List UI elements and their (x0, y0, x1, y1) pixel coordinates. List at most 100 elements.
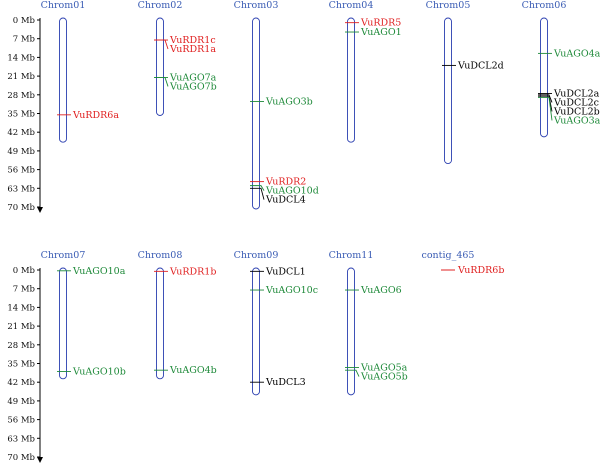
gene-marker (538, 95, 553, 112)
gene-marker (250, 185, 265, 191)
gene-label: VuRDR5 (360, 18, 401, 29)
gene-label: VuDCL2b (553, 106, 600, 117)
gene-vuago10c: VuAGO10c (250, 285, 318, 296)
gene-marker (345, 369, 360, 377)
axis-tick-label: 14 Mb (7, 303, 35, 313)
gene-vuago10d: VuAGO10d (250, 185, 319, 197)
gene-label: VuRDR6b (457, 265, 504, 276)
gene-label: VuDCL3 (265, 377, 306, 388)
chromosome-label: Chrom04 (329, 0, 374, 11)
gene-label: VuAGO7a (169, 72, 217, 83)
chromosome-body (252, 17, 260, 210)
gene-label: VuRDR6a (72, 110, 119, 121)
gene-vuago4b: VuAGO4b (154, 365, 217, 376)
gene-vuago3a: VuAGO3a (538, 97, 600, 126)
gene-label: VuRDR1b (169, 266, 216, 277)
axis-arrow-icon (37, 207, 43, 213)
gene-vurdr6a: VuRDR6a (57, 110, 119, 121)
gene-label: VuAGO3b (265, 96, 313, 107)
axis-tick-label: 7 Mb (13, 285, 36, 295)
gene-marker (154, 76, 169, 87)
chromosome-label: contig_465 (422, 250, 475, 261)
axis-tick-label: 28 Mb (7, 341, 35, 351)
chromosome-row-top: Chrom01VuRDR6aChrom02VuRDR1cVuRDR1aVuAGO… (41, 0, 600, 210)
chromosome-body (444, 17, 452, 165)
chromosome-body (347, 17, 355, 143)
axis-tick-label: 0 Mb (13, 266, 36, 276)
axis-tick-label: 0 Mb (13, 16, 36, 26)
axis-tick-label: 21 Mb (7, 72, 35, 82)
axis-arrow-icon (37, 457, 43, 463)
axis-tick-label: 70 Mb (7, 453, 35, 463)
gene-label: VuRDR2 (265, 177, 306, 188)
chromosome-body (156, 267, 164, 380)
gene-vurdr5: VuRDR5 (345, 18, 401, 29)
chromosome-label: Chrom06 (522, 0, 567, 11)
axis-tick-label: 14 Mb (7, 53, 35, 63)
gene-vurdr6b: VuRDR6b (441, 265, 504, 276)
gene-label: VuAGO6 (360, 285, 402, 296)
axis-tick-label: 49 Mb (7, 147, 35, 157)
chromosome-label: Chrom02 (138, 0, 183, 11)
gene-vuago5b: VuAGO5b (345, 369, 408, 383)
axis-tick-label: 70 Mb (7, 203, 35, 213)
gene-label: VuAGO4a (553, 48, 600, 59)
chromosome-label: Chrom05 (426, 0, 471, 11)
gene-vuago4a: VuAGO4a (538, 48, 600, 59)
gene-vudcl4: VuDCL4 (250, 187, 306, 206)
axis-tick-label: 42 Mb (7, 378, 35, 388)
axis-tick-label: 7 Mb (13, 35, 36, 45)
gene-vurdr1a: VuRDR1a (154, 39, 216, 55)
gene-vudcl2d: VuDCL2d (442, 60, 504, 71)
gene-label: VuDCL4 (265, 195, 306, 206)
chromosome-label: Chrom09 (234, 250, 279, 261)
gene-marker (250, 187, 265, 200)
gene-label: VuAGO5a (360, 363, 408, 374)
chromosome-chrom06: Chrom06VuAGO4aVuDCL2aVuDCL2cVuDCL2bVuAGO… (522, 0, 600, 138)
axis-tick-label: 28 Mb (7, 91, 35, 101)
gene-label: VuAGO10a (72, 266, 126, 277)
gene-vudcl2c: VuDCL2c (538, 94, 599, 108)
gene-vuago3b: VuAGO3b (250, 96, 313, 107)
gene-label: VuAGO10b (72, 367, 126, 378)
gene-label: VuDCL2d (457, 60, 504, 71)
gene-vuago5a: VuAGO5a (345, 363, 408, 374)
gene-vuago10b: VuAGO10b (57, 367, 126, 378)
gene-label: VuAGO3a (553, 115, 600, 126)
gene-label: VuAGO4b (169, 365, 217, 376)
chromosome-body (59, 267, 67, 380)
gene-vuago6: VuAGO6 (345, 285, 402, 296)
axis-tick-label: 35 Mb (7, 360, 35, 370)
axis-tick-label: 49 Mb (7, 397, 35, 407)
gene-label: VuAGO7b (169, 81, 217, 92)
axis-tick-label: 35 Mb (7, 110, 35, 120)
gene-vurdr1b: VuRDR1b (154, 266, 216, 277)
gene-vuago1: VuAGO1 (345, 27, 402, 38)
gene-label: VuRDR1c (169, 35, 216, 46)
gene-vudcl2b: VuDCL2b (538, 95, 600, 117)
chromosome-row-bottom: Chrom07VuAGO10aVuAGO10bChrom08VuRDR1bVuA… (41, 250, 505, 396)
chromosome-body (252, 267, 260, 396)
chromosome-label: Chrom03 (234, 0, 279, 11)
gene-vuago7b: VuAGO7b (154, 76, 217, 92)
axis-tick-label: 63 Mb (7, 434, 35, 444)
axis-tick-label: 56 Mb (7, 166, 35, 176)
gene-label: VuRDR1a (169, 44, 216, 55)
gene-vudcl2a: VuDCL2a (538, 88, 600, 99)
gene-vurdr2: VuRDR2 (250, 177, 306, 188)
gene-label: VuAGO10c (265, 285, 318, 296)
axis-tick-label: 56 Mb (7, 416, 35, 426)
gene-vudcl1: VuDCL1 (250, 266, 306, 277)
chromosome-label: Chrom08 (138, 250, 183, 261)
gene-vuago10a: VuAGO10a (57, 266, 126, 277)
